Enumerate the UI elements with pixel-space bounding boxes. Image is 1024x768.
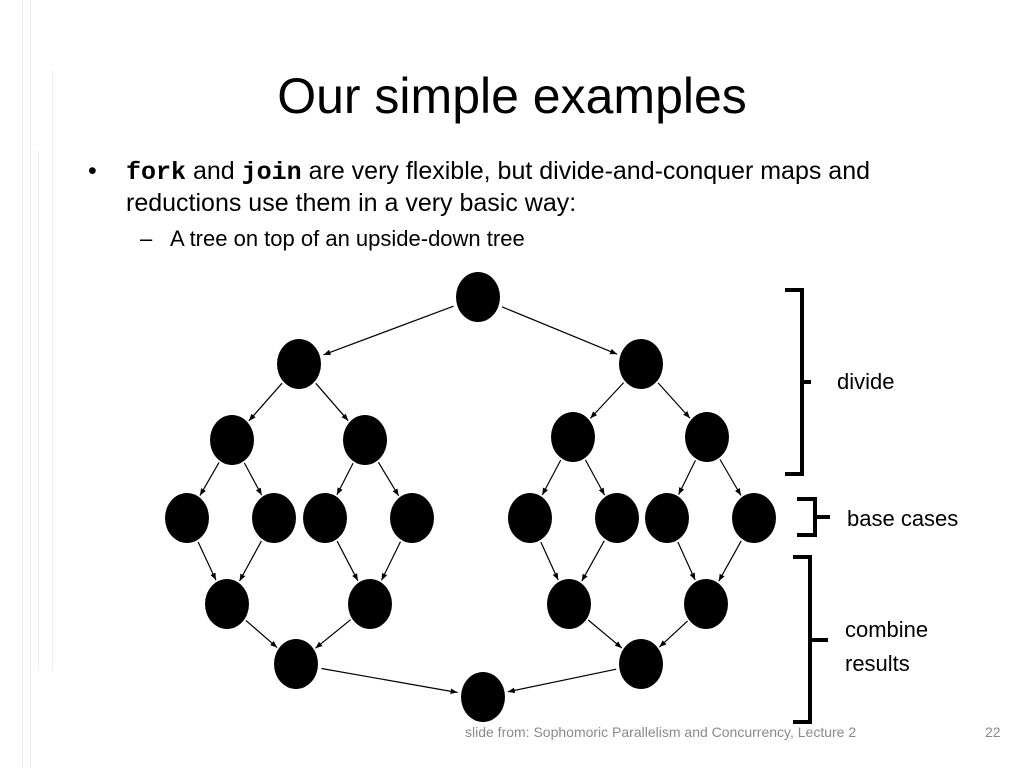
tree-edge (336, 540, 359, 582)
tree-edge (718, 540, 742, 582)
tree-nodes (165, 272, 776, 722)
tree-node (619, 639, 663, 689)
bullet-text-part: and (186, 157, 242, 185)
base-cases-label: base cases (847, 506, 958, 531)
tree-node (343, 415, 387, 465)
tree-node (547, 579, 591, 629)
tree-node (645, 493, 689, 543)
divide-label: divide (837, 369, 894, 394)
tree-node (390, 493, 434, 543)
tree-node (165, 493, 209, 543)
tree-node (732, 493, 776, 543)
bullet-dot: • (88, 157, 97, 185)
results-label: results (845, 651, 910, 676)
tree-edge (658, 620, 689, 648)
tree-edge (657, 382, 691, 419)
tree-edge (581, 540, 605, 582)
tree-node (508, 493, 552, 543)
tree-edge (243, 462, 263, 496)
tree-edge (336, 462, 354, 496)
tree-edge (315, 619, 351, 649)
tree-node (551, 412, 595, 462)
base-cases-bracket (797, 497, 830, 537)
tree-edge (239, 540, 262, 582)
combine-label: combine (845, 617, 928, 642)
tree-node (595, 493, 639, 543)
tree-edge (584, 459, 606, 496)
tree-edge (540, 541, 559, 581)
divide-bracket (785, 288, 811, 476)
tree-node (274, 639, 318, 689)
bullet-text: fork and join are very flexible, but div… (126, 156, 966, 218)
decorative-line (30, 0, 31, 768)
tree-edge (380, 541, 402, 581)
tree-edge (197, 541, 217, 581)
tree-edge (199, 462, 220, 496)
tree-edge (507, 668, 617, 694)
tree-node (684, 579, 728, 629)
tree-node (461, 672, 505, 722)
footer-source: slide from: Sophomoric Parallelism and C… (465, 724, 857, 740)
bullet-text-part: are very flexible, but divide-and-conque… (126, 157, 871, 217)
page-number: 22 (985, 724, 1001, 740)
combine-bracket (793, 555, 828, 724)
tree-node (303, 493, 347, 543)
tree-edge (541, 459, 562, 496)
tree-node (252, 493, 296, 543)
decorative-line (52, 70, 53, 670)
tree-edge (677, 541, 696, 581)
decorative-line (38, 150, 39, 670)
tree-edge (587, 619, 623, 649)
tree-edge (719, 459, 742, 496)
tree-edge (245, 619, 278, 649)
tree-edge (321, 667, 458, 695)
code-join: join (241, 158, 302, 187)
tree-node (348, 579, 392, 629)
tree-edge (678, 460, 696, 495)
tree-edge (248, 382, 283, 422)
tree-node (210, 415, 254, 465)
tree-node (205, 579, 249, 629)
tree-edge (501, 306, 618, 355)
tree-node (277, 339, 321, 389)
tree-node (456, 272, 500, 322)
tree-node (685, 412, 729, 462)
tree-edges (197, 305, 742, 695)
tree-node (619, 339, 663, 389)
slide-title: Our simple examples (277, 68, 747, 124)
sub-bullet-text: A tree on top of an upside-down tree (170, 226, 525, 251)
sub-bullet-dash: – (140, 226, 153, 251)
decorative-line (22, 0, 23, 768)
tree-edge (377, 461, 400, 497)
tree-edge (315, 382, 349, 422)
tree-edge (589, 382, 625, 419)
tree-edge (323, 305, 454, 356)
code-fork: fork (126, 158, 187, 187)
